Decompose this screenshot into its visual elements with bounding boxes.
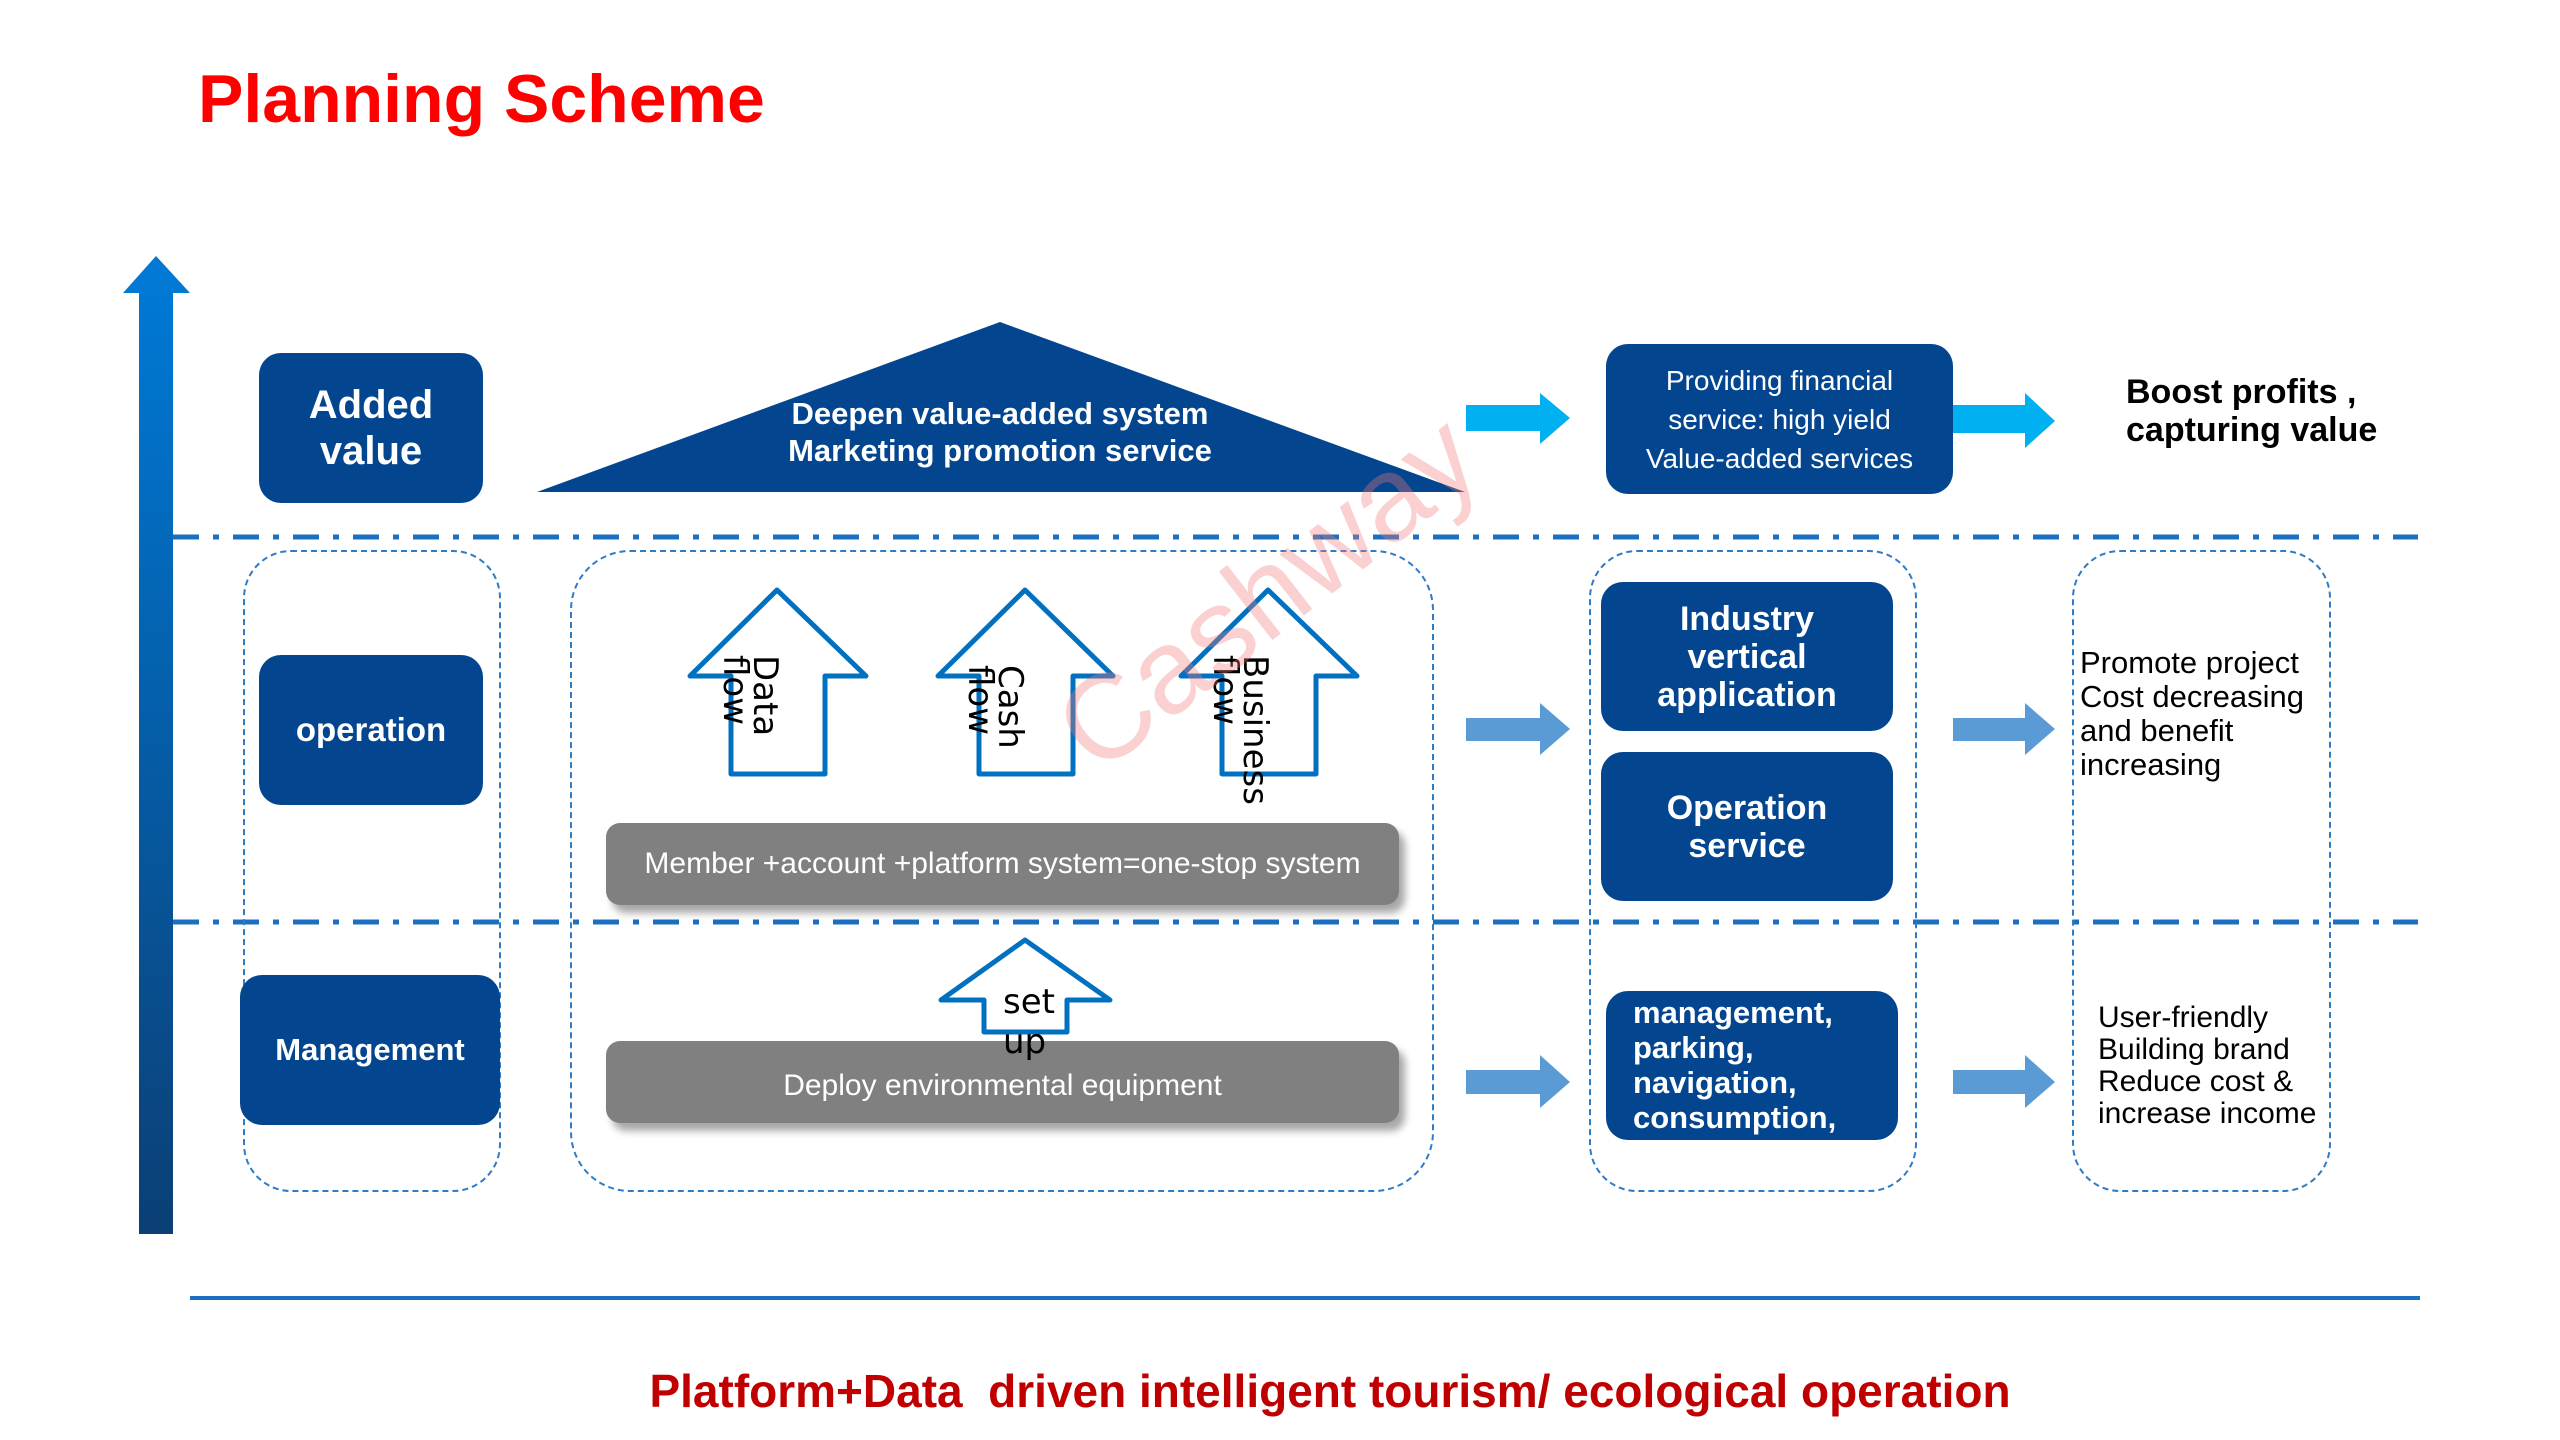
industry-vertical-application-box: Industry vertical application: [1601, 582, 1893, 731]
cash-flow-label: Cash flow: [960, 665, 1030, 749]
level-management-label: Management: [275, 1032, 465, 1067]
one-stop-system-label: Member +account +platform system=one-sto…: [644, 847, 1361, 880]
data-flow-arrow-icon: [687, 587, 869, 777]
setup-arrow-icon: [938, 937, 1113, 1035]
vertical-axis-arrow-icon: [123, 256, 190, 1234]
footer-tagline: Platform+Data driven intelligent tourism…: [649, 1365, 2011, 1417]
flows-column-container: [570, 550, 1434, 1192]
cash-flow-arrow-icon: [935, 587, 1116, 777]
one-stop-system-bar: Member +account +platform system=one-sto…: [606, 823, 1399, 905]
outcome-added-value: Boost profits , capturing value: [2126, 373, 2377, 449]
outcome-added-value-line1: Boost profits ,: [2126, 373, 2357, 411]
setup-label: set up: [1003, 982, 1055, 1062]
operation-service-box: Operation service: [1601, 752, 1893, 901]
outcome-operation: Promote project Cost decreasing and bene…: [2080, 645, 2305, 782]
arrow-right-icon: [1953, 1055, 2055, 1108]
deploy-equipment-label: Deploy environmental equipment: [783, 1069, 1222, 1102]
arrow-right-icon: [1466, 1055, 1570, 1108]
outcome-management: User-friendly Building brand Reduce cost…: [2098, 1001, 2317, 1130]
level-operation: operation: [259, 655, 483, 805]
outcome-added-value-line2: capturing value: [2126, 411, 2378, 449]
triangle-line1: Deepen value-added system: [791, 396, 1209, 431]
arrow-right-icon: [1953, 393, 2055, 448]
level-added-value-line1: Added: [308, 383, 434, 427]
level-added-value: Added value: [259, 353, 483, 503]
arrow-right-icon: [1466, 393, 1570, 444]
management-services-box: management, parking, navigation, consump…: [1606, 991, 1898, 1140]
financial-service-line1: Providing financial: [1665, 364, 1894, 396]
triangle-text: Deepen value-added system Marketing prom…: [700, 395, 1300, 469]
financial-service-box: Providing financial service: high yield …: [1606, 344, 1953, 494]
level-added-value-line2: value: [319, 429, 423, 473]
level-operation-label: operation: [295, 711, 447, 748]
outcomes-column-container: [2072, 550, 2331, 1192]
level-management: Management: [240, 975, 500, 1125]
financial-service-line2: service: high yield: [1668, 403, 1891, 435]
arrow-right-icon: [1953, 703, 2055, 755]
business-flow-arrow-icon: [1178, 587, 1360, 777]
deploy-equipment-bar: Deploy environmental equipment: [606, 1041, 1399, 1123]
applications-column-container: [1589, 550, 1917, 1192]
level-column-container: [243, 550, 501, 1192]
financial-service-line3: Value-added services: [1645, 442, 1914, 474]
page-title: Planning Scheme: [198, 61, 765, 137]
value-added-triangle: [537, 322, 1465, 492]
business-flow-label: Business flow: [1205, 655, 1275, 805]
arrow-right-icon: [1466, 703, 1570, 755]
triangle-line2: Marketing promotion service: [788, 433, 1212, 468]
data-flow-label: Data flow: [715, 655, 785, 737]
